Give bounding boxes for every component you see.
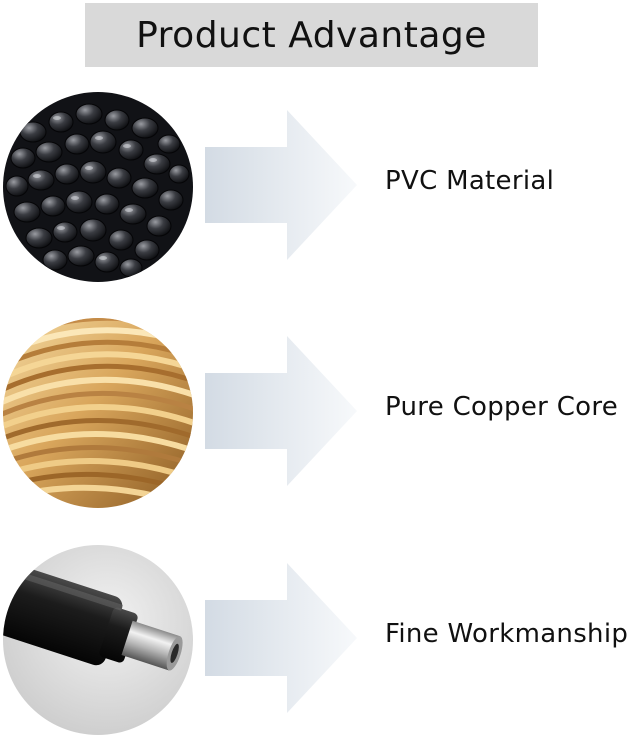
arrow-right-icon (205, 563, 357, 713)
feature-row-copper: Pure Copper Core (0, 310, 640, 510)
feature-label: PVC Material (385, 166, 555, 196)
feature-label: Pure Copper Core (385, 392, 619, 422)
page-title: Product Advantage (136, 14, 487, 56)
dc-plug-photo (3, 545, 193, 735)
feature-row-pvc: PVC Material (0, 84, 640, 284)
feature-label: Fine Workmanship (385, 619, 629, 649)
pvc-pellets-photo (3, 92, 193, 282)
feature-row-workmanship: Fine Workmanship (0, 537, 640, 737)
arrow-right-icon (205, 110, 357, 260)
title-banner: Product Advantage (85, 3, 538, 67)
copper-wire-photo (3, 318, 193, 508)
arrow-right-icon (205, 336, 357, 486)
